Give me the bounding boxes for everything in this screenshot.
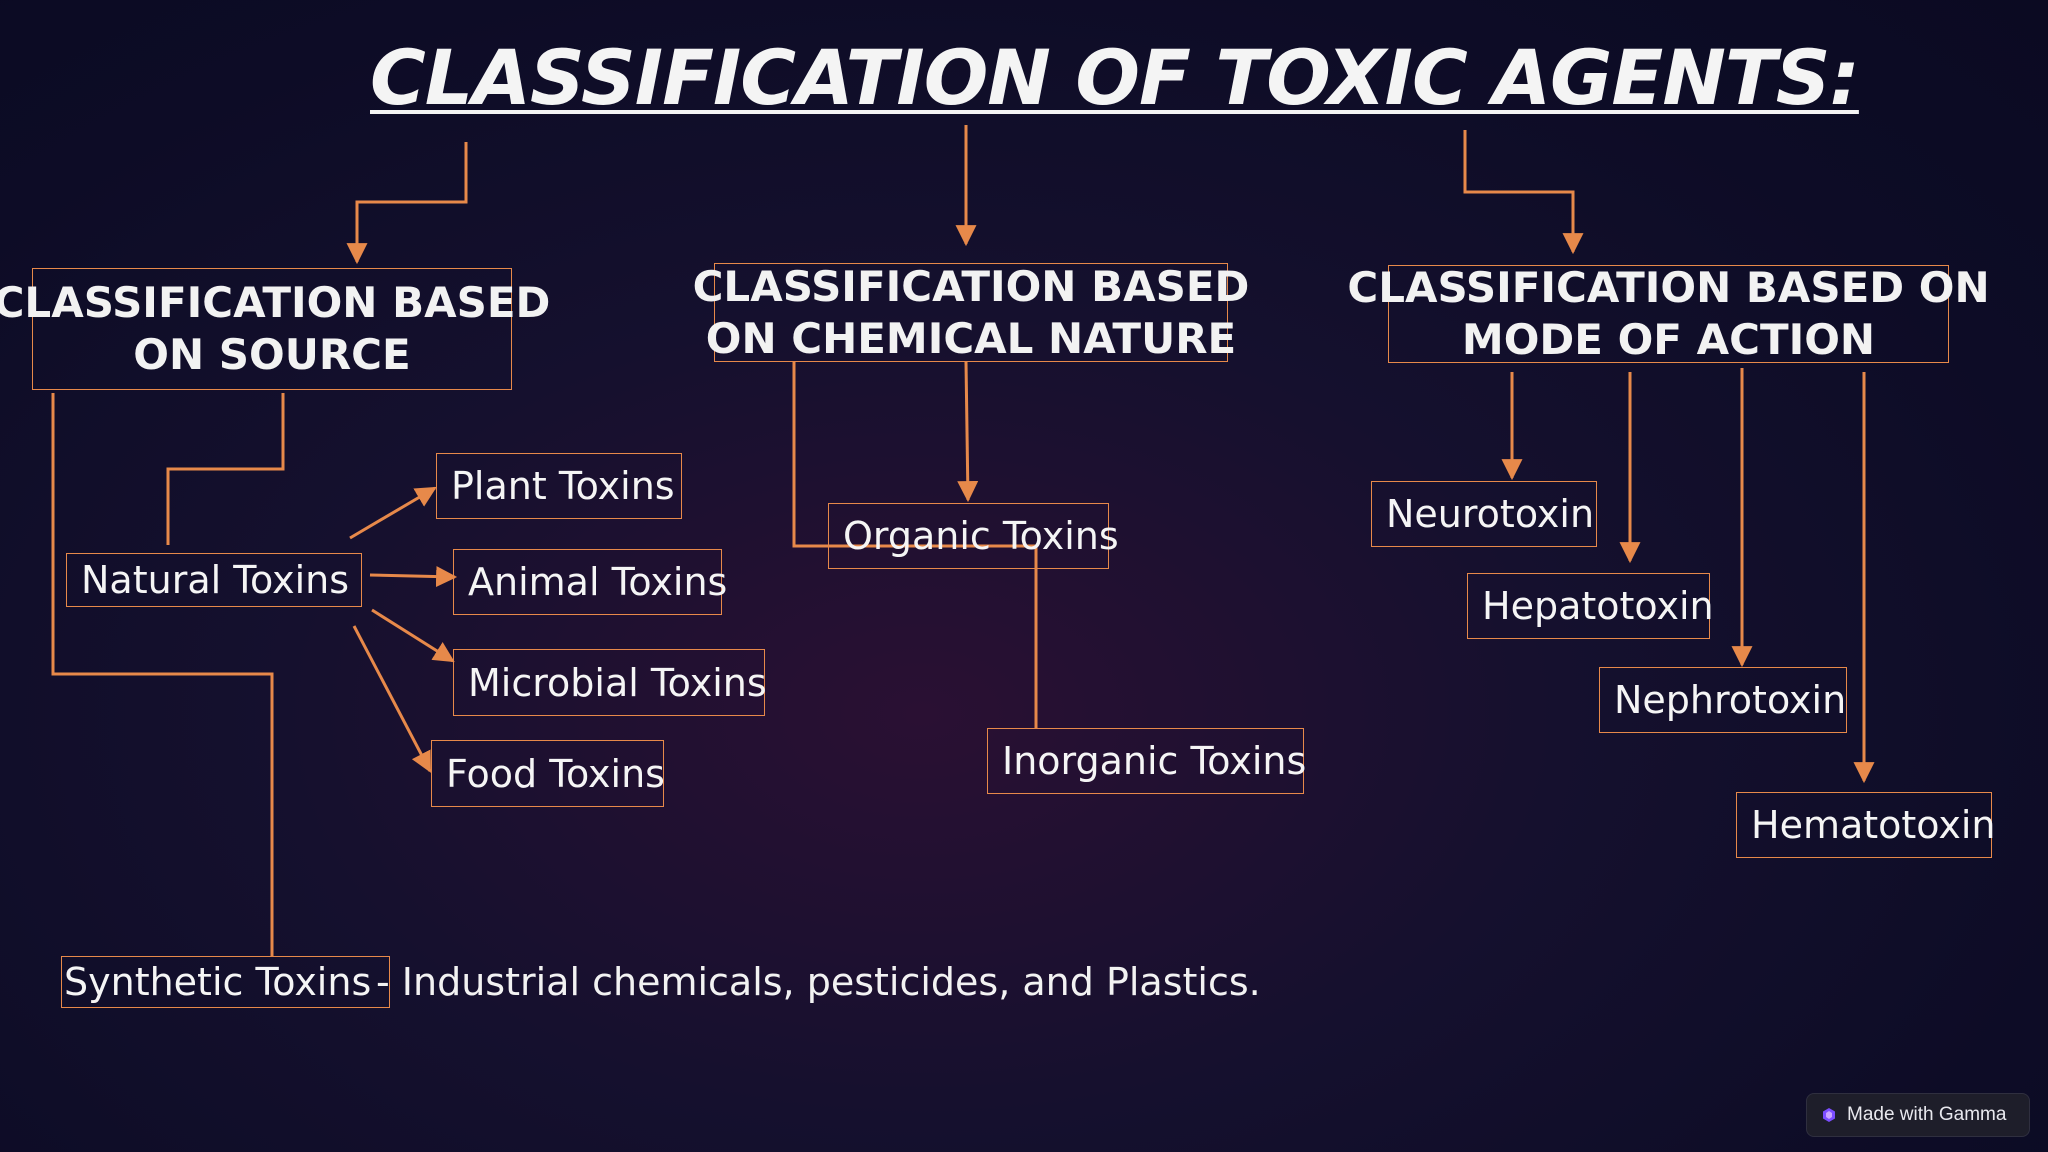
synthetic-toxins-box: Synthetic Toxins (61, 956, 390, 1008)
hepatotoxin-box: Hepatotoxin (1467, 573, 1714, 639)
category-mode-line2: MODE OF ACTION (1461, 315, 1876, 364)
category-source-box: CLASSIFICATION BASED ON SOURCE (0, 268, 550, 390)
category-source-line2: ON SOURCE (133, 330, 411, 379)
gamma-logo-icon (1823, 1108, 1835, 1122)
category-mode-line1: CLASSIFICATION BASED ON (1347, 263, 1990, 312)
connector-chemical-to-inorganic (792, 362, 1038, 728)
made-with-gamma-label: Made with Gamma (1847, 1104, 2007, 1125)
category-source-line1: CLASSIFICATION BASED (0, 278, 551, 327)
organic-toxins-box: Organic Toxins (828, 503, 1119, 569)
connector-natural-to-plant (349, 486, 437, 540)
neurotoxin-box: Neurotoxin (1371, 481, 1597, 547)
connector-source-to-synthetic (51, 393, 274, 956)
plant-toxins-box: Plant Toxins (436, 453, 682, 519)
microbial-toxins-box: Microbial Toxins (453, 649, 767, 716)
category-chemical-line2: ON CHEMICAL NATURE (705, 313, 1237, 363)
synthetic-toxins-description: - Industrial chemicals, pesticides, and … (376, 960, 1261, 1004)
made-with-gamma-badge[interactable]: Made with Gamma (1806, 1093, 2030, 1137)
natural-toxins-box: Natural Toxins (66, 553, 362, 607)
animal-toxins-box: Animal Toxins (453, 549, 727, 615)
category-chemical-line1: CLASSIFICATION BASED (692, 261, 1250, 311)
connector-title-to-source (346, 142, 468, 265)
category-mode-box: CLASSIFICATION BASED ON MODE OF ACTION (1347, 263, 1989, 364)
connector-natural-to-animal (369, 566, 458, 588)
connector-source-to-natural (166, 393, 285, 545)
page-title: CLASSIFICATION OF TOXIC AGENTS: (370, 33, 1860, 122)
connector-title-to-mode (1463, 130, 1584, 255)
inorganic-toxins-box: Inorganic Toxins (987, 728, 1306, 794)
food-toxins-box: Food Toxins (431, 740, 665, 807)
connector-natural-to-food (352, 625, 432, 773)
connector-natural-to-microbial (371, 608, 455, 663)
hematotoxin-box: Hematotoxin (1736, 792, 1996, 858)
connector-chemical-to-organic (957, 361, 979, 503)
category-chemical-box: CLASSIFICATION BASED ON CHEMICAL NATURE (693, 262, 1250, 363)
nephrotoxin-box: Nephrotoxin (1599, 667, 1847, 733)
